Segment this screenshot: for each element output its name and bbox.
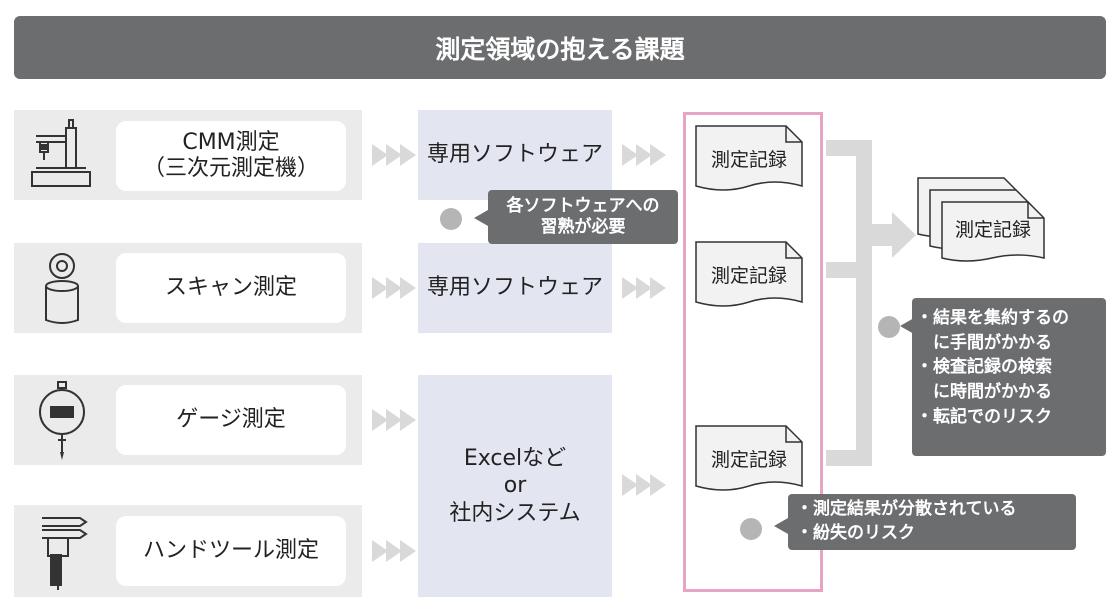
note-software-skill-line2: 習熟が必要 [540,217,626,237]
record-document-3: 測定記録 [694,424,804,492]
chevron-right-icon [372,540,416,562]
software-excel-line3: 社内システム [449,500,581,526]
software-box-dedicated-2: 専用ソフトウェア [418,243,612,333]
method-cmm-line2: （三次元測定機） [142,156,319,181]
chevron-right-icon [622,277,666,299]
record-document-2: 測定記録 [694,240,804,308]
chevron-right-icon [372,409,416,431]
software-excel-line2: or [503,473,527,499]
records-highlight-frame [683,112,823,592]
method-scan-label: スキャン測定 [164,274,297,300]
record-stack: 測定記録 [916,176,1048,266]
document-icon [695,125,803,191]
note-bullet-dot [878,316,900,338]
note-aggregate-line4: に時間がかかる [916,381,1052,402]
note-bullet-dot [440,208,462,230]
record-stack-label: 測定記録 [954,218,1031,241]
record-3-label: 測定記録 [710,448,787,471]
note-aggregate-issues: ・結果を集約するの に手間がかかる ・検査記録の検索 に時間がかかる ・転記での… [912,298,1106,456]
software-dedicated-2-label: 専用ソフトウェア [426,275,603,301]
chevron-right-icon [622,144,666,166]
cmm-icon [31,119,91,187]
method-label-gauge: ゲージ測定 [116,385,346,455]
software-excel-line1: Excelなど [463,445,567,471]
method-label-scan: スキャン測定 [116,253,346,323]
software-dedicated-1-label: 専用ソフトウェア [426,142,603,168]
note-connector [474,210,488,226]
chevron-right-icon [372,144,416,166]
note-aggregate-line5: ・転記でのリスク [916,406,1052,427]
note-bullet-dot [740,518,762,540]
software-box-excel: Excelなど or 社内システム [418,375,612,597]
merge-bracket-arrow [826,140,916,466]
note-connector [900,318,914,334]
note-software-skill: 各ソフトウェアへの 習熟が必要 [488,190,678,244]
document-icon [695,425,803,491]
record-document-1: 測定記録 [694,124,804,192]
note-aggregate-line1: ・結果を集約するの [916,308,1069,328]
page-title: 測定領域の抱える課題 [14,16,1106,79]
software-box-dedicated-1: 専用ソフトウェア [418,110,612,200]
scanner-icon [45,253,79,324]
method-gauge-label: ゲージ測定 [176,406,286,432]
note-aggregate-line3: ・検査記録の検索 [916,357,1052,378]
chevron-right-icon [622,474,666,496]
note-scattered-line1: ・測定結果が分散されている [796,499,1017,519]
note-scattered-line2: ・紛失のリスク [796,522,915,543]
document-stack-icon [917,177,1045,262]
note-connector [774,518,788,534]
record-1-label: 測定記録 [710,148,787,171]
method-label-cmm: CMM測定 （三次元測定機） [116,121,346,191]
record-2-label: 測定記録 [710,264,787,287]
note-aggregate-line2: に手間がかかる [916,332,1052,353]
method-label-handtool: ハンドツール測定 [116,516,346,586]
caliper-icon [42,517,88,590]
chevron-right-icon [372,277,416,299]
document-icon [695,241,803,307]
note-software-skill-line1: 各ソフトウェアへの [506,195,660,216]
method-handtool-label: ハンドツール測定 [142,537,319,563]
method-cmm-line1: CMM測定 [182,129,280,155]
dial-gauge-icon [39,381,85,460]
note-scattered-records: ・測定結果が分散されている ・紛失のリスク [788,494,1076,550]
